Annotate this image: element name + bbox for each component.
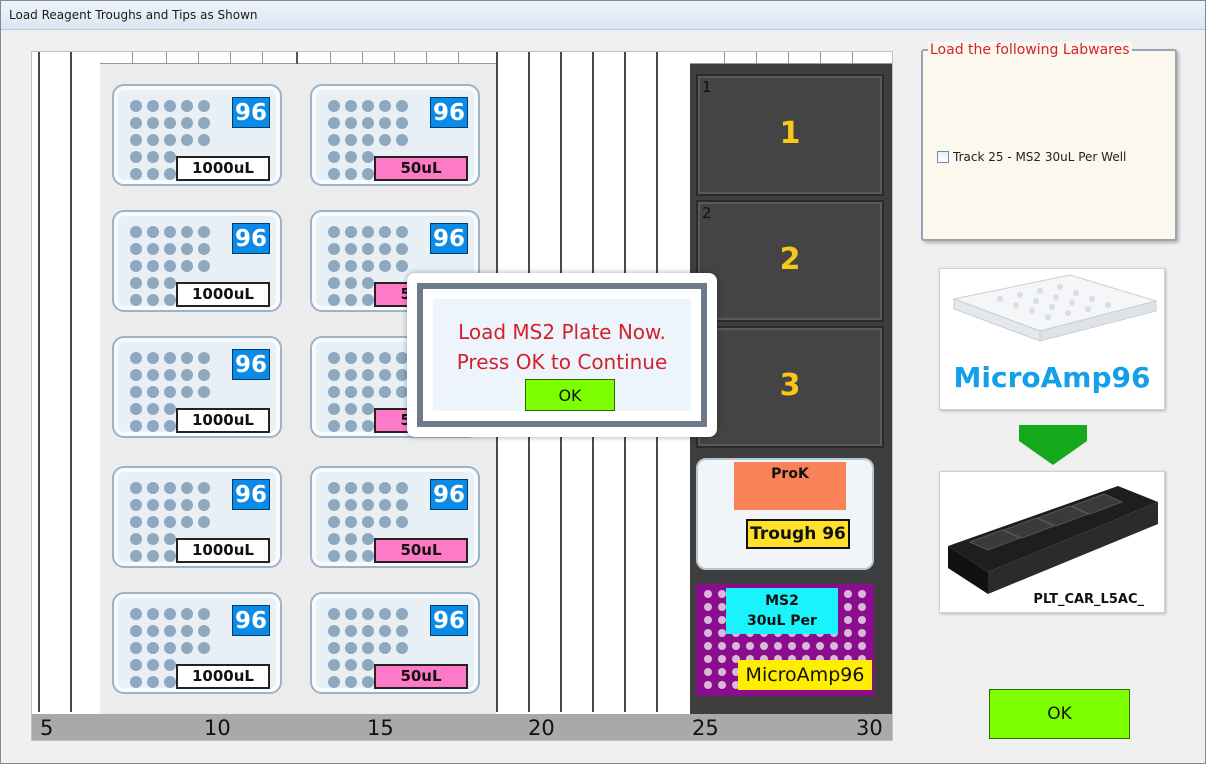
tip-count-badge: 96: [430, 223, 468, 254]
ruler-label: 30: [856, 716, 883, 740]
tip-wells: [328, 226, 418, 306]
ms2-plate[interactable]: MS2 30uL Per MicroAmp96: [696, 584, 874, 696]
load-plate-dialog: Load MS2 Plate Now. Press OK to Continue…: [407, 273, 717, 437]
position-index: 2: [702, 204, 712, 222]
tip-rack: 96 1000uL: [112, 84, 282, 186]
tip-count-badge: 96: [430, 479, 468, 510]
plate-position-2[interactable]: 2 2: [696, 200, 884, 322]
position-number: 3: [779, 368, 801, 403]
labware-groupbox: Load the following Labwares Track 25 - M…: [921, 42, 1177, 241]
trough-type-label: Trough 96: [746, 519, 850, 549]
tip-wells: [328, 352, 418, 432]
tip-box[interactable]: 96 1000uL: [108, 462, 286, 574]
labware-checkbox[interactable]: [937, 151, 949, 163]
tip-box[interactable]: 96 50uL: [306, 588, 484, 700]
carrier-slots: [690, 52, 892, 64]
tip-wells: [130, 352, 220, 432]
tip-volume-label: 1000uL: [176, 408, 270, 433]
ruler-label: 10: [204, 716, 231, 740]
tip-count-badge: 96: [232, 97, 270, 128]
down-arrow-icon: [1019, 425, 1087, 465]
trough-reagent-label: ProK: [734, 462, 846, 510]
tip-wells: [328, 608, 418, 688]
tip-wells: [130, 226, 220, 306]
ms2-plate-type: MicroAmp96: [738, 660, 872, 690]
ms2-label-line2: 30uL Per: [747, 613, 817, 629]
tip-box[interactable]: 96 50uL: [306, 80, 484, 192]
tip-rack: 96 50uL: [310, 466, 480, 568]
tip-rack: 96 50uL: [310, 592, 480, 694]
window-title: Load Reagent Troughs and Tips as Shown: [9, 8, 258, 22]
deck-rail: [70, 52, 72, 712]
tip-rack: 96 1000uL: [112, 466, 282, 568]
tip-wells: [328, 482, 418, 562]
dialog-message-line1: Load MS2 Plate Now.: [458, 320, 666, 344]
tip-rack: 96 1000uL: [112, 210, 282, 312]
ruler-label: 25: [692, 716, 719, 740]
ms2-label: MS2 30uL Per: [726, 588, 838, 634]
position-number: 1: [779, 116, 801, 151]
plate-position-1[interactable]: 1 1: [696, 74, 884, 196]
tip-volume-label: 1000uL: [176, 664, 270, 689]
tip-volume-label: 1000uL: [176, 538, 270, 563]
tip-count-badge: 96: [232, 349, 270, 380]
tip-wells: [130, 100, 220, 180]
source-labware-card: MicroAmp96: [939, 268, 1165, 410]
tip-count-badge: 96: [232, 605, 270, 636]
tip-volume-label: 1000uL: [176, 156, 270, 181]
tip-box[interactable]: 96 1000uL: [108, 588, 286, 700]
labware-item[interactable]: Track 25 - MS2 30uL Per Well: [937, 150, 1126, 164]
plate-carrier: 1 1 2 2 3 ProK Trough 96 MS2 30uL Per: [690, 52, 892, 714]
title-bar: Load Reagent Troughs and Tips as Shown: [1, 1, 1205, 30]
dialog-message-line2: Press OK to Continue: [456, 350, 668, 374]
position-index: 1: [702, 78, 712, 96]
ruler-label: 5: [40, 716, 54, 740]
ruler-label: 15: [367, 716, 394, 740]
dialog-frame: Load MS2 Plate Now. Press OK to Continue…: [417, 283, 707, 427]
target-carrier-card: PLT_CAR_L5AC_: [939, 471, 1165, 613]
tip-volume-label: 50uL: [374, 538, 468, 563]
tip-volume-label: 50uL: [374, 156, 468, 181]
tip-volume-label: 1000uL: [176, 282, 270, 307]
tip-count-badge: 96: [430, 605, 468, 636]
tip-wells: [328, 100, 418, 180]
track-ruler: 5 10 15 20 25 30: [32, 714, 892, 740]
tip-box[interactable]: 96 1000uL: [108, 332, 286, 444]
target-carrier-label: PLT_CAR_L5AC_: [1033, 592, 1144, 607]
labware-item-label: Track 25 - MS2 30uL Per Well: [953, 150, 1127, 164]
tip-count-badge: 96: [430, 97, 468, 128]
tip-rack: 96 1000uL: [112, 592, 282, 694]
groupbox-legend: Load the following Labwares: [928, 42, 1132, 58]
tip-rack: 96 1000uL: [112, 336, 282, 438]
plate-carrier-image: [948, 486, 1158, 594]
tip-count-badge: 96: [232, 223, 270, 254]
tip-volume-label: 50uL: [374, 664, 468, 689]
microplate-image: [952, 274, 1158, 342]
plate-position-3[interactable]: 3: [696, 326, 884, 448]
dialog-message: Load MS2 Plate Now. Press OK to Continue: [433, 317, 691, 377]
tip-box[interactable]: 96 1000uL: [108, 80, 286, 192]
tip-rack: 96 50uL: [310, 84, 480, 186]
position-number: 2: [779, 242, 801, 277]
reagent-trough[interactable]: ProK Trough 96: [696, 458, 874, 570]
tip-box[interactable]: 96 50uL: [306, 462, 484, 574]
source-labware-label: MicroAmp96: [953, 361, 1151, 394]
tip-count-badge: 96: [232, 479, 270, 510]
ms2-label-line1: MS2: [765, 593, 799, 609]
ok-button[interactable]: OK: [989, 689, 1130, 739]
dialog-panel: Load MS2 Plate Now. Press OK to Continue…: [433, 299, 691, 411]
dialog-ok-button[interactable]: OK: [525, 379, 615, 411]
deck-rail: [38, 52, 40, 712]
tip-wells: [130, 482, 220, 562]
tip-wells: [130, 608, 220, 688]
carrier-slots: [100, 52, 496, 64]
tip-box[interactable]: 96 1000uL: [108, 206, 286, 318]
ruler-label: 20: [528, 716, 555, 740]
